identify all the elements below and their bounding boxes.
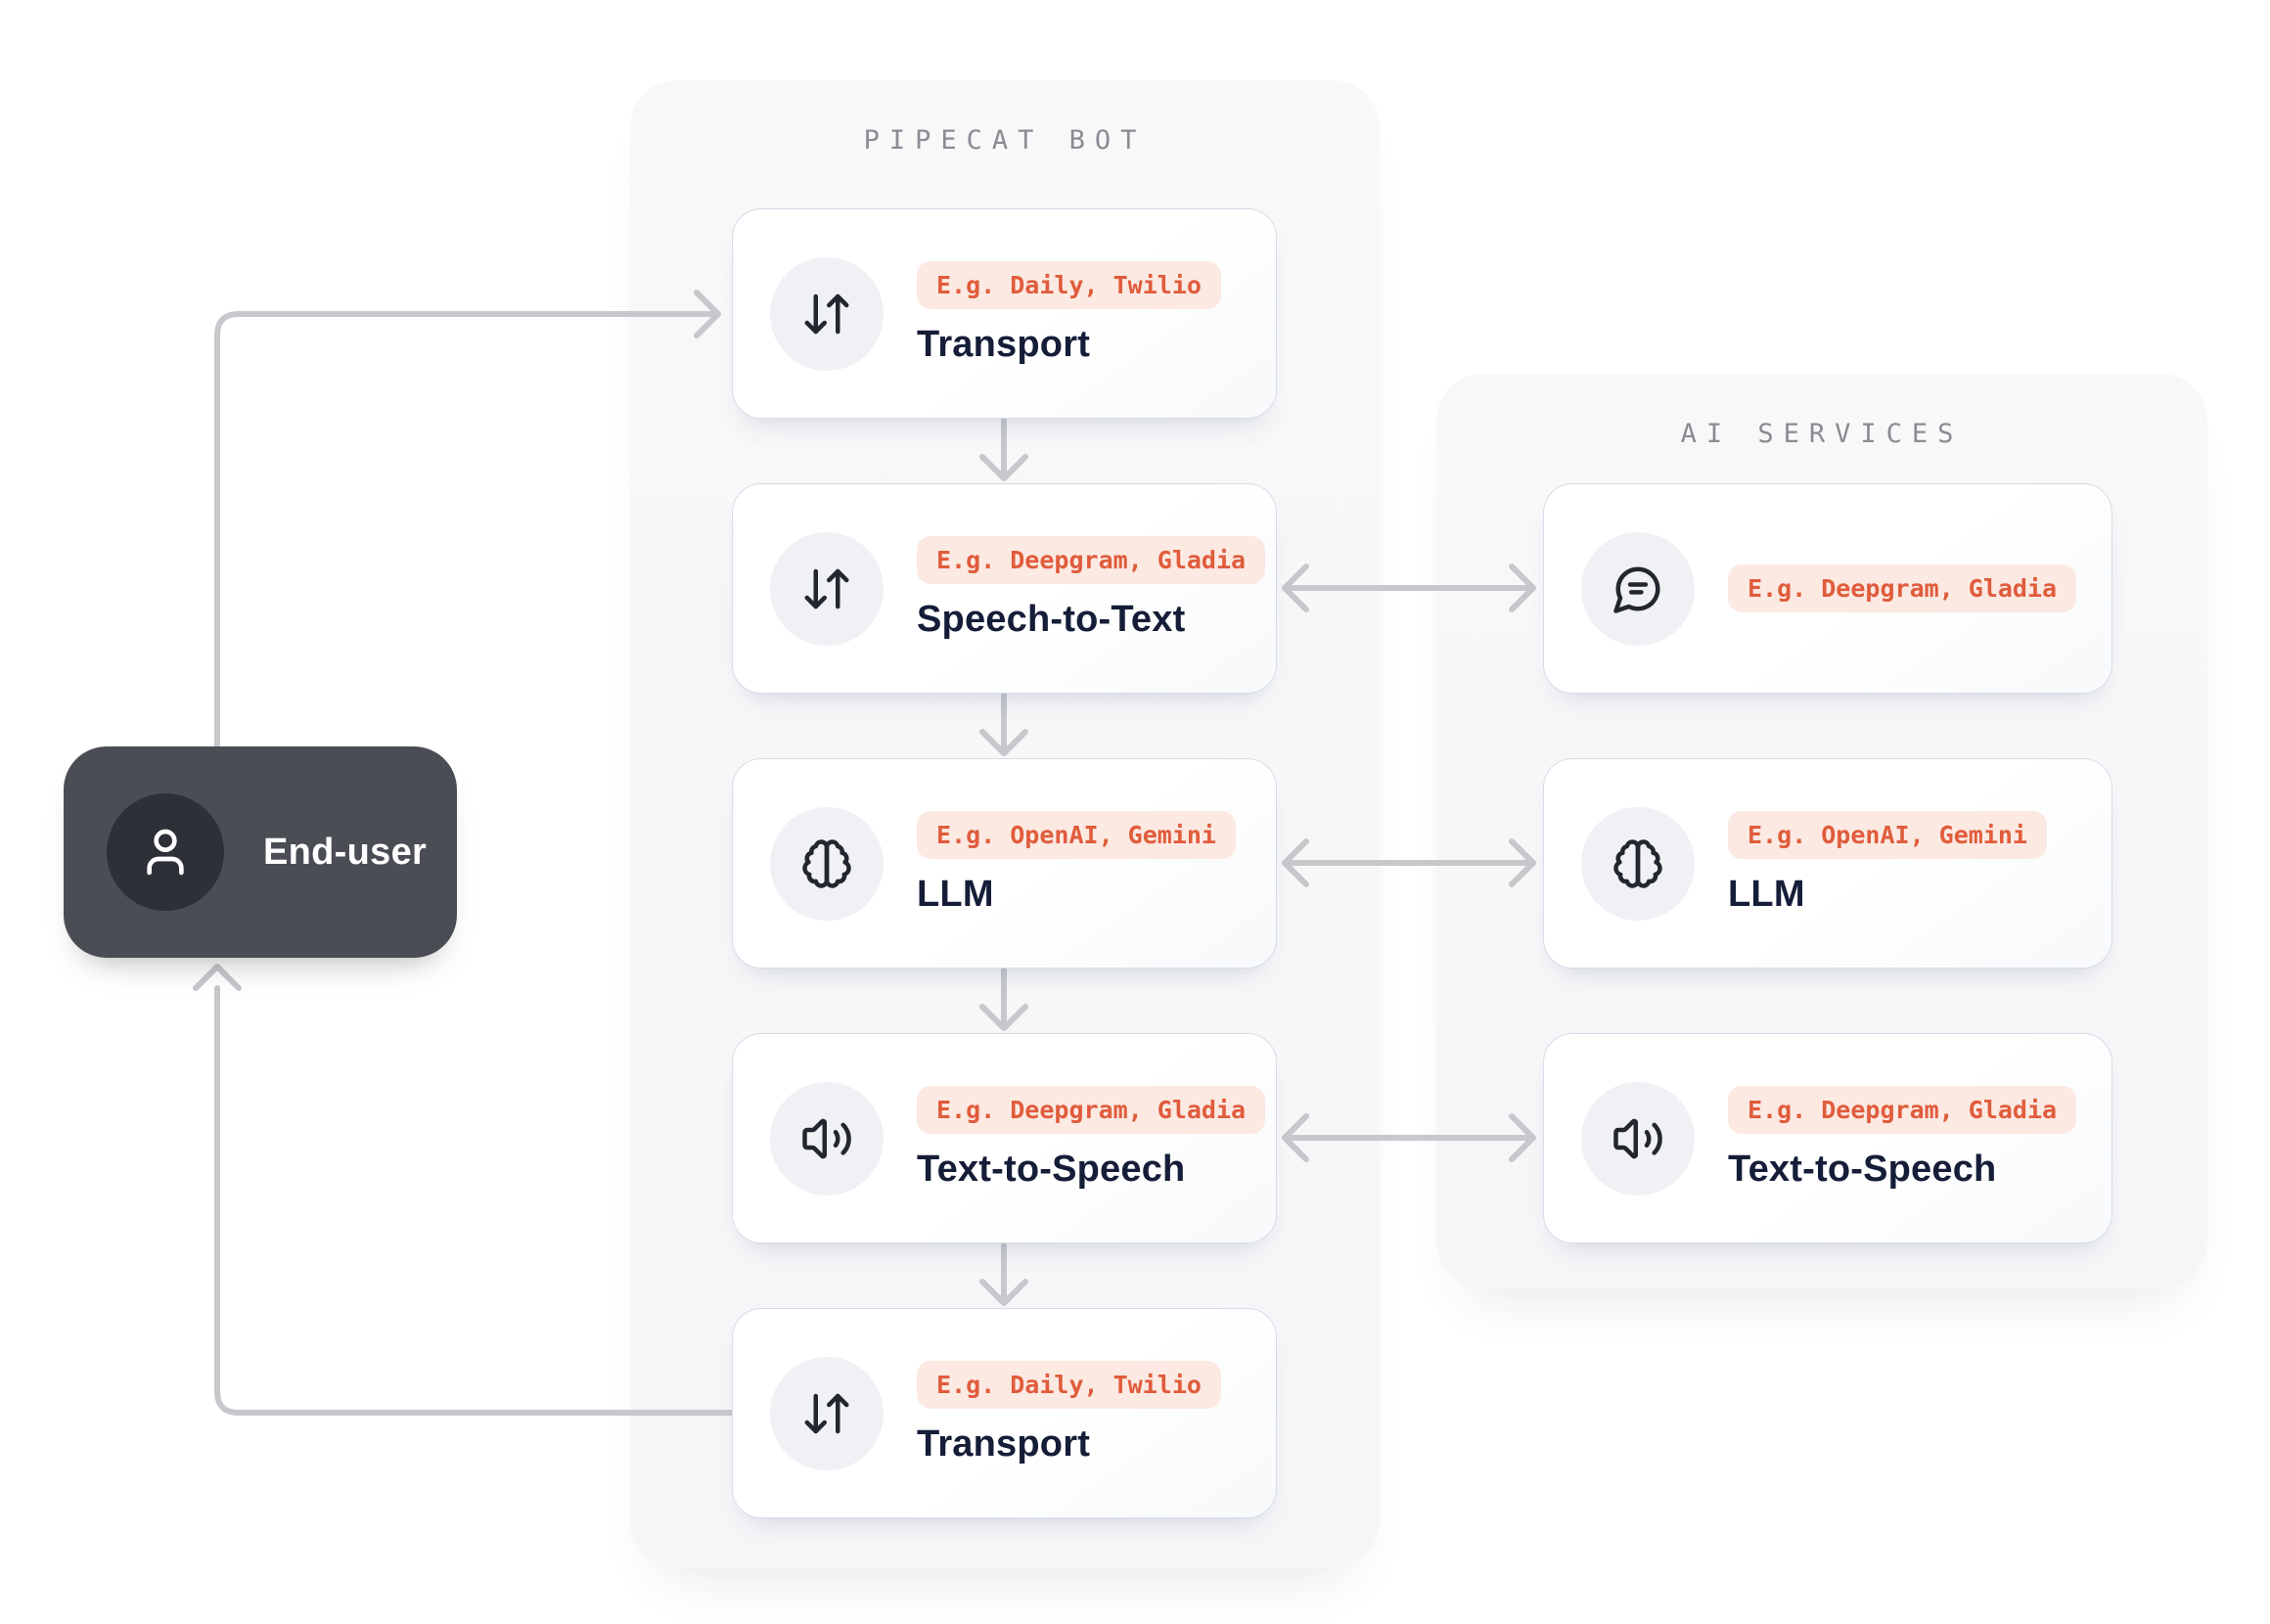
speaker-icon	[1613, 1118, 1662, 1158]
brain-icon	[1613, 838, 1662, 888]
chat-bubble-icon	[1613, 565, 1660, 613]
card-text-to-speech: E.g. Deepgram, Gladia Text-to-Speech	[732, 1033, 1277, 1243]
icon-circle	[1581, 806, 1695, 921]
end-user-label: End-user	[263, 831, 428, 873]
arrow-down-up-icon	[804, 568, 849, 609]
examples-badge: E.g. Daily, Twilio	[917, 261, 1221, 309]
brain-icon	[802, 838, 851, 888]
card-title: Text-to-Speech	[1728, 1149, 1997, 1190]
examples-badge: E.g. Deepgram, Gladia	[917, 1086, 1266, 1134]
card-tts-service: E.g. Deepgram, Gladia Text-to-Speech	[1543, 1033, 2112, 1243]
user-icon	[147, 829, 184, 876]
card-title: LLM	[917, 874, 994, 915]
icon-circle	[770, 1356, 884, 1470]
examples-badge: E.g. Deepgram, Gladia	[1728, 564, 2077, 612]
pipecat-panel-title: PIPECAT BOT	[863, 125, 1147, 156]
examples-badge: E.g. OpenAI, Gemini	[917, 811, 1236, 859]
avatar	[107, 793, 224, 911]
icon-circle	[770, 256, 884, 371]
card-title: LLM	[1728, 874, 1805, 915]
icon-circle	[1581, 531, 1695, 646]
end-user-box: End-user	[64, 746, 457, 958]
card-llm: E.g. OpenAI, Gemini LLM	[732, 758, 1277, 969]
examples-badge: E.g. Deepgram, Gladia	[1728, 1086, 2077, 1134]
examples-badge: E.g. Daily, Twilio	[917, 1361, 1221, 1409]
card-speech-to-text: E.g. Deepgram, Gladia Speech-to-Text	[732, 483, 1277, 694]
icon-circle	[770, 1081, 884, 1195]
icon-circle	[770, 531, 884, 646]
arrow-down-up-icon	[804, 293, 849, 334]
icon-circle	[1581, 1081, 1695, 1195]
card-transport-in: E.g. Daily, Twilio Transport	[732, 208, 1277, 419]
card-title: Text-to-Speech	[917, 1149, 1186, 1190]
card-llm-service: E.g. OpenAI, Gemini LLM	[1543, 758, 2112, 969]
card-title: Speech-to-Text	[917, 599, 1186, 640]
card-transport-out: E.g. Daily, Twilio Transport	[732, 1308, 1277, 1518]
card-stt-service: E.g. Deepgram, Gladia	[1543, 483, 2112, 694]
arrow-down-up-icon	[804, 1393, 849, 1433]
examples-badge: E.g. Deepgram, Gladia	[917, 536, 1266, 584]
ai-services-panel-title: AI SERVICES	[1680, 419, 1964, 449]
icon-circle	[770, 806, 884, 921]
card-title: Transport	[917, 324, 1091, 365]
examples-badge: E.g. OpenAI, Gemini	[1728, 811, 2047, 859]
speaker-icon	[802, 1118, 851, 1158]
card-title: Transport	[917, 1423, 1091, 1465]
